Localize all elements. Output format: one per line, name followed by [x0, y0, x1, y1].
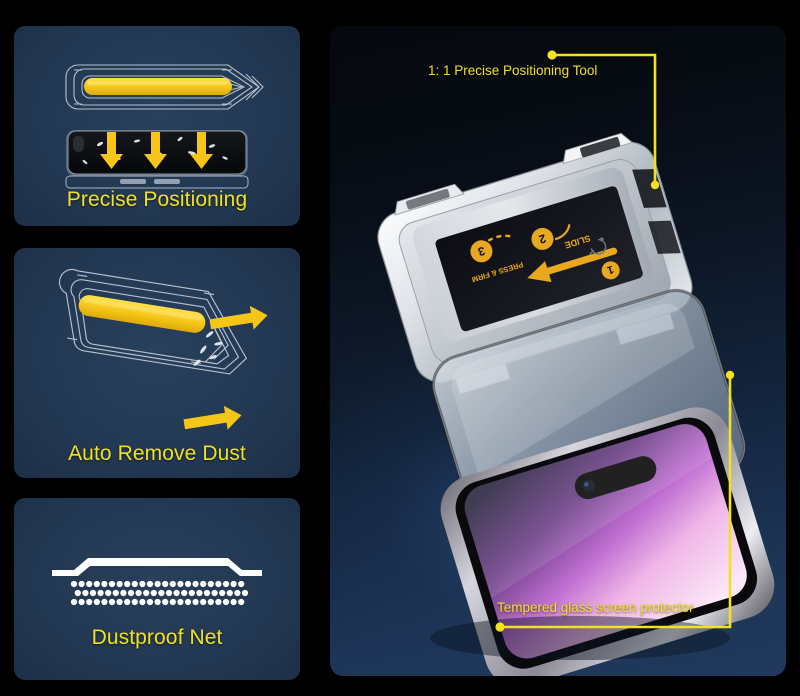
callout-label-positioning-tool: 1: 1 Precise Positioning Tool [428, 63, 598, 78]
panel-caption: Auto Remove Dust [68, 442, 246, 465]
panel-caption: Dustproof Net [91, 626, 223, 649]
callout-label-tempered-glass: Tempered glass screen protector [497, 600, 694, 615]
svg-text:1: 1 [606, 263, 615, 276]
svg-text:2: 2 [537, 231, 548, 246]
feature-panel-precise-positioning: Precise Positioning [14, 26, 300, 226]
dust-removal-sticker-icon [58, 268, 268, 430]
hero-product-panel: 1 SLIDE 2 3 PRESS & FIRM [330, 26, 786, 676]
svg-text:3: 3 [476, 244, 487, 259]
feature-panel-dustproof-net: Dustproof Net [14, 498, 300, 680]
panel-caption: Precise Positioning [66, 188, 248, 211]
alignment-frame-over-phone-icon [65, 64, 264, 189]
installation-tool-and-phone-render: 1 SLIDE 2 3 PRESS & FIRM [377, 132, 775, 676]
feature-panel-auto-remove-dust: Auto Remove Dust [14, 248, 300, 478]
perforated-mesh-strip-icon [52, 558, 262, 606]
